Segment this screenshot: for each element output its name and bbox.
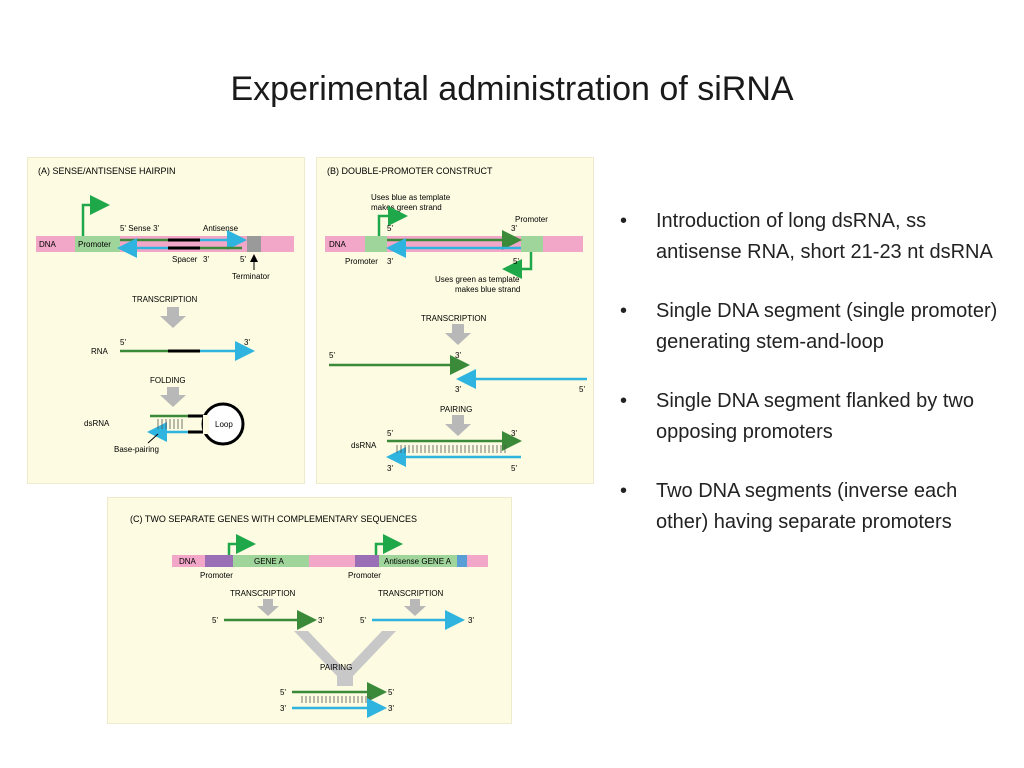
base-pairing-pointer [147,433,159,444]
panel-a-heading: (A) SENSE/ANTISENSE HAIRPIN [38,166,176,176]
green-five-prime: 5' [329,351,335,360]
promoter-left-block [365,236,387,252]
antisense-label: Antisense [203,224,239,233]
gene-a-block [233,555,309,567]
bullet-item: Single DNA segment flanked by two opposi… [618,386,998,448]
panel-b-double-promoter-construct: (B) DOUBLE-PROMOTER CONSTRUCT Uses blue … [316,157,594,484]
three-prime-top: 3' [511,224,517,233]
bullet-list: Introduction of long dsRNA, ss antisense… [618,206,998,566]
rna-label: RNA [91,347,109,356]
terminator-block [247,236,261,252]
pairing-label: PAIRING [320,663,352,672]
ds-five-prime-right: 5' [388,688,394,697]
down-arrow-icon [404,599,426,616]
three-prime-label: 3' [203,255,209,264]
antisense-end-block [457,555,467,567]
dna-label: DNA [39,240,57,249]
base-pairing-label: Base-pairing [114,445,159,454]
promoter-2-block [355,555,379,567]
ds-five-prime-left: 5' [280,688,286,697]
bullet-item: Introduction of long dsRNA, ss antisense… [618,206,998,268]
promoter-left-label: Promoter [345,257,378,266]
right-three-prime: 3' [468,616,474,625]
transcription-label: TRANSCRIPTION [421,314,487,323]
spacer-label: Spacer [172,255,198,264]
promoter-arrow-icon [374,534,403,560]
ds-three-prime-bottom: 3' [387,464,393,473]
rna-three-prime: 3' [244,338,250,347]
promoter-1-label: Promoter [200,571,233,580]
transcription-label: TRANSCRIPTION [132,295,198,304]
down-arrow-icon [445,324,471,345]
panel-a-sense-antisense-hairpin: (A) SENSE/ANTISENSE HAIRPIN DNA Promoter… [27,157,305,484]
note-bottom-line-2: makes blue strand [455,285,520,294]
sense-label: 5' Sense 3' [120,224,160,233]
transcription-2-label: TRANSCRIPTION [378,589,444,598]
promoter-arrow-icon [377,206,408,236]
five-prime-top: 5' [387,224,393,233]
panel-c-diagram: (C) TWO SEPARATE GENES WITH COMPLEMENTAR… [130,514,488,718]
promoter-label: Promoter [78,240,111,249]
slide-title: Experimental administration of siRNA [230,70,794,108]
promoter-block [75,236,120,252]
folding-label: FOLDING [150,376,186,385]
down-arrow-icon [160,387,186,407]
panel-c-heading: (C) TWO SEPARATE GENES WITH COMPLEMENTAR… [130,514,417,524]
down-arrow-icon [257,599,279,616]
dna-bar [325,236,583,252]
green-three-prime: 3' [455,351,461,360]
promoter-arrow-icon [227,534,256,560]
pairing-label: PAIRING [440,405,472,414]
loop-gap [203,415,209,434]
note-top-line-1: Uses blue as template [371,193,451,202]
panel-c-two-separate-genes: (C) TWO SEPARATE GENES WITH COMPLEMENTAR… [107,497,512,724]
down-arrow-icon [160,307,186,328]
left-three-prime: 3' [318,616,324,625]
right-five-prime: 5' [360,616,366,625]
left-five-prime: 5' [212,616,218,625]
antisense-gene-a-block [379,555,467,567]
promoter-arrow-icon [81,195,110,236]
ds-three-prime-top: 3' [511,429,517,438]
promoter-2-label: Promoter [348,571,381,580]
panel-b-heading: (B) DOUBLE-PROMOTER CONSTRUCT [327,166,493,176]
terminator-label: Terminator [232,272,270,281]
ds-five-prime-bottom: 5' [511,464,517,473]
merge-arrow-icon [294,631,396,686]
rna-five-prime: 5' [120,338,126,347]
five-prime-bottom: 5' [513,257,519,266]
promoter-1-block [205,555,233,567]
loop-label: Loop [215,420,233,429]
base-pair-ticks [157,419,183,429]
ds-five-prime-top: 5' [387,429,393,438]
promoter-right-label: Promoter [515,215,548,224]
promoter-right-block [521,236,543,252]
base-pair-ticks [396,445,506,453]
bullet-item: Single DNA segment (single promoter) gen… [618,296,998,358]
dna-label: DNA [179,557,197,566]
ds-three-prime-right: 3' [388,704,394,713]
note-bottom-line-1: Uses green as template [435,275,520,284]
blue-three-prime: 3' [455,385,461,394]
dna-label: DNA [329,240,347,249]
gene-a-label: GENE A [254,557,284,566]
promoter-arrow-icon [502,252,533,279]
blue-five-prime: 5' [579,385,585,394]
down-arrow-icon [445,415,471,436]
panel-a-diagram: (A) SENSE/ANTISENSE HAIRPIN DNA Promoter… [36,166,294,454]
bullet-item: Two DNA segments (inverse each other) ha… [618,476,998,538]
panel-b-diagram: (B) DOUBLE-PROMOTER CONSTRUCT Uses blue … [325,166,587,473]
dsrna-label: dsRNA [84,419,110,428]
note-top-line-2: makes green strand [371,203,442,212]
antisense-gene-a-label: Antisense GENE A [384,557,452,566]
ds-three-prime-left: 3' [280,704,286,713]
three-prime-bottom: 3' [387,257,393,266]
transcription-1-label: TRANSCRIPTION [230,589,296,598]
dsrna-label: dsRNA [351,441,377,450]
five-prime-label: 5' [240,255,246,264]
base-pair-ticks [301,696,371,703]
